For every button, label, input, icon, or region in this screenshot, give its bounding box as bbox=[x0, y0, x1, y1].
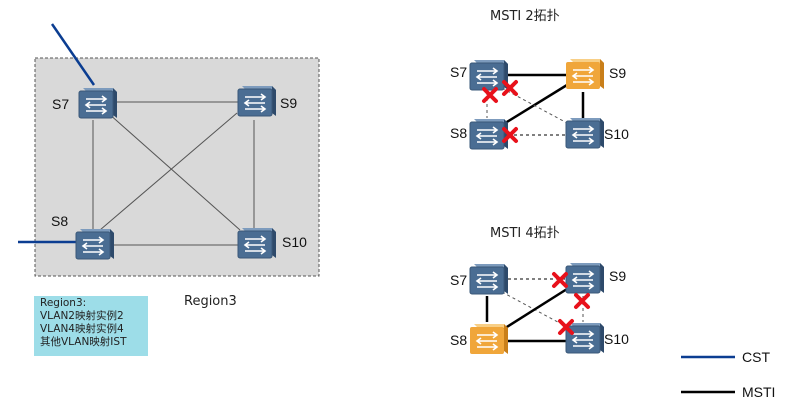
msti4-label-s8: S8 bbox=[450, 332, 467, 348]
msti4-label-s10: S10 bbox=[604, 331, 629, 347]
msti2-title: MSTI 2拓扑 bbox=[490, 9, 560, 24]
msti2-switch-s7-icon[interactable] bbox=[469, 59, 509, 91]
msti2-label-s8: S8 bbox=[450, 125, 467, 141]
note-line: VLAN2映射实例2 bbox=[40, 310, 124, 322]
msti4-switch-s7-icon[interactable] bbox=[469, 263, 509, 295]
switch-s7-icon[interactable] bbox=[78, 87, 118, 119]
label-s10: S10 bbox=[282, 234, 307, 250]
note-line: VLAN4映射实例4 bbox=[40, 323, 124, 335]
note-line: 其他VLAN映射IST bbox=[40, 336, 127, 348]
legend-cst-label: CST bbox=[742, 349, 770, 365]
msti2-links bbox=[486, 73, 585, 136]
label-s7: S7 bbox=[52, 96, 69, 112]
msti4-title: MSTI 4拓扑 bbox=[490, 226, 560, 241]
msti4-switch-s10-icon[interactable] bbox=[565, 322, 605, 354]
msti2-link-s7-s10 bbox=[501, 87, 568, 124]
msti2-label-s10: S10 bbox=[604, 126, 629, 142]
msti4-switch-s8-root-icon[interactable] bbox=[469, 323, 509, 355]
switch-s9-icon[interactable] bbox=[237, 85, 277, 117]
switch-s8-icon[interactable] bbox=[75, 228, 115, 260]
msti4-label-s7: S7 bbox=[450, 272, 467, 288]
switch-s10-icon[interactable] bbox=[237, 227, 277, 259]
label-s9: S9 bbox=[280, 95, 297, 111]
region-links bbox=[92, 101, 255, 246]
link-s9-s8 bbox=[99, 112, 238, 231]
legend-msti-label: MSTI bbox=[742, 384, 775, 400]
label-s8: S8 bbox=[51, 213, 68, 229]
region-label: Region3 bbox=[184, 294, 237, 309]
msti2-switch-s9-root-icon[interactable] bbox=[565, 58, 605, 90]
msti4-links bbox=[485, 278, 584, 343]
msti2-blocked-s7-s8-icon bbox=[482, 87, 498, 103]
region-note: Region3: VLAN2映射实例2 VLAN4映射实例4 其他VLAN映射I… bbox=[34, 296, 148, 356]
msti4-switch-s9-icon[interactable] bbox=[565, 262, 605, 294]
note-line: Region3: bbox=[40, 297, 87, 309]
msti2-switch-s8-icon[interactable] bbox=[469, 118, 509, 150]
link-s7-s10 bbox=[107, 112, 241, 231]
msti4-label-s9: S9 bbox=[609, 268, 626, 284]
msti2-label-s9: S9 bbox=[609, 65, 626, 81]
msti2-label-s7: S7 bbox=[450, 64, 467, 80]
msti4-blocked-s7-s9-icon bbox=[552, 272, 568, 288]
msti4-blocked-s9-s10-icon bbox=[574, 293, 590, 309]
cst-link-s7 bbox=[50, 23, 96, 86]
msti2-switch-s10-icon[interactable] bbox=[565, 117, 605, 149]
msti4-link-s8-s9 bbox=[501, 287, 568, 332]
